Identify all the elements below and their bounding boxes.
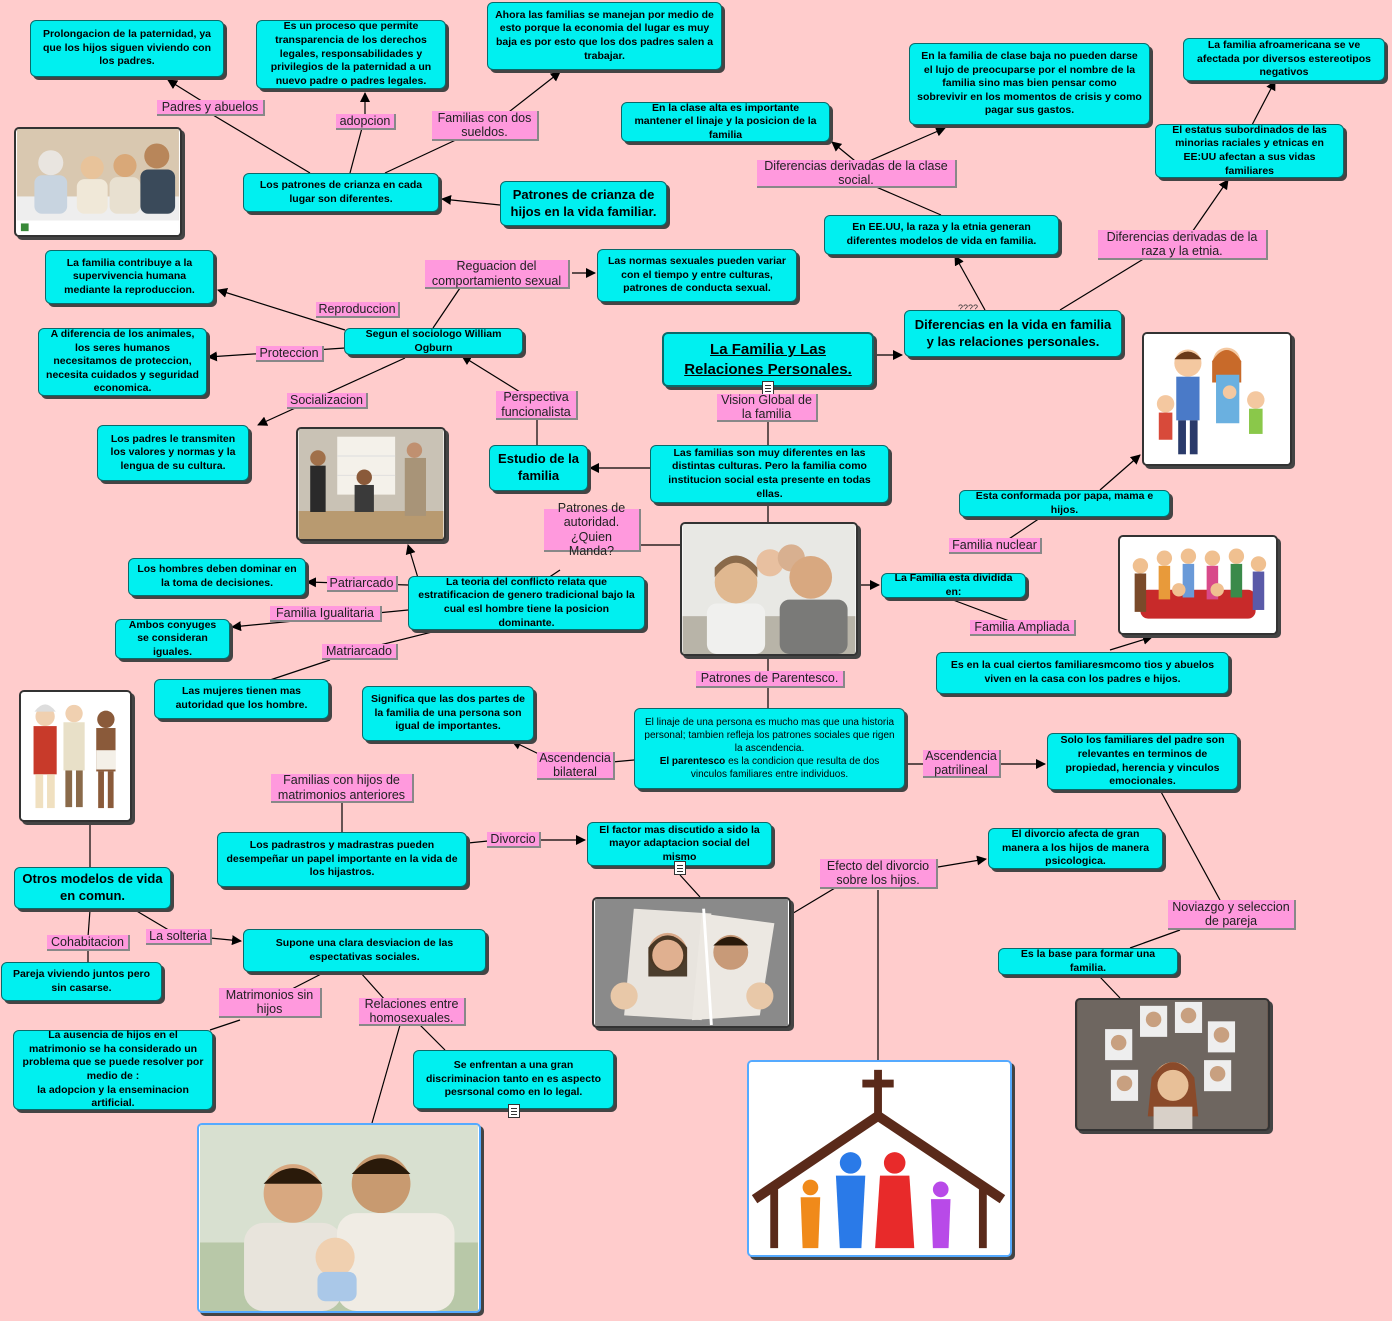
label-clase-social: Diferencias derivadas de la clase social…	[757, 159, 957, 188]
node-linaje[interactable]: El linaje de una persona es mucho mas qu…	[634, 708, 905, 789]
label-vision-global: Vision Global de la familia	[717, 393, 818, 422]
node-raza-etnia[interactable]: En EE.UU, la raza y la etnia generan dif…	[824, 215, 1059, 255]
node-conflicto[interactable]: La teoria del conflicto relata que estra…	[408, 576, 645, 630]
label-matrimonios-sin-hijos: Matrimonios sin hijos	[219, 988, 322, 1018]
node-divorcio-afecta[interactable]: El divorcio afecta de gran manera a los …	[988, 828, 1163, 869]
node-valores[interactable]: Los padres le transmiten los valores y n…	[97, 425, 249, 481]
node-patrones-lugar[interactable]: Los patrones de crianza en cada lugar so…	[243, 173, 439, 212]
label-familias-anteriores: Familias con hijos de matrimonios anteri…	[271, 773, 414, 803]
label-padres-abuelos: Padres y abuelos	[157, 100, 265, 116]
label-matriarcado: Matriarcado	[322, 644, 398, 660]
historical-figures-icon	[19, 690, 132, 822]
label-familias-dos-sueldos: Familias con dos sueldos.	[432, 111, 539, 141]
node-desviacion[interactable]: Supone una clara desviacion de las espec…	[243, 929, 486, 972]
partner-choice-photo	[1075, 998, 1270, 1131]
label-perspectiva: Perspectiva funcionalista	[496, 390, 578, 420]
label-raza-etnia: Diferencias derivadas de la raza y la et…	[1098, 230, 1268, 260]
label-familia-igualitaria: Familia Igualitaria	[270, 606, 382, 622]
node-supervivencia[interactable]: La familia contribuye a la supervivencia…	[45, 250, 214, 304]
node-prolongacion[interactable]: Prolongacion de la paternidad, ya que lo…	[30, 20, 224, 77]
family-photo-icon	[14, 127, 182, 237]
node-animales[interactable]: A diferencia de los animales, los seres …	[38, 328, 207, 396]
node-hombres-dominar[interactable]: Los hombres deben dominar en la toma de …	[128, 558, 306, 596]
question-marks: ????	[958, 303, 979, 313]
extended-family-icon	[1118, 535, 1278, 635]
node-discriminacion[interactable]: Se enfrentan a una gran discriminacion t…	[413, 1050, 614, 1109]
node-padrastros[interactable]: Los padrastros y madrastras pueden desem…	[217, 832, 467, 887]
node-diferencias-vida[interactable]: Diferencias en la vida en familia y las …	[904, 310, 1122, 357]
kitchen-family-photo	[296, 427, 446, 541]
label-homosexuales: Relaciones entre homosexuales.	[359, 997, 466, 1026]
note-icon[interactable]	[674, 861, 686, 875]
church-family-icon	[747, 1060, 1012, 1257]
main-family-photo	[680, 522, 858, 656]
label-efecto-divorcio: Efecto del divorcio sobre los hijos.	[820, 859, 938, 889]
node-factor[interactable]: El factor mas discutido a sido la mayor …	[587, 822, 772, 866]
node-pareja[interactable]: Pareja viviendo juntos pero sin casarse.	[1, 962, 162, 1001]
label-socializacion: Socializacion	[287, 393, 368, 409]
node-afroamericana[interactable]: La familia afroamericana se ve afectada …	[1183, 38, 1385, 81]
label-adopcion: adopcion	[336, 114, 396, 130]
label-reguacion: Reguacion del comportamiento sexual	[425, 259, 570, 289]
main-title-node[interactable]: La Familia y Las Relaciones Personales.	[662, 332, 874, 387]
node-dos-partes[interactable]: Significa que las dos partes de la famil…	[362, 686, 534, 741]
node-ampliada[interactable]: Es en la cual ciertos familiaresmcomo ti…	[936, 652, 1229, 694]
node-clase-baja[interactable]: En la familia de clase baja no pueden da…	[909, 43, 1150, 125]
label-patriarcado: Patriarcado	[327, 576, 398, 592]
node-normas-sexuales[interactable]: Las normas sexuales pueden variar con el…	[597, 249, 797, 302]
label-noviazgo: Noviazgo y seleccion de pareja	[1168, 900, 1296, 930]
node-dividida[interactable]: La Familia esta dividida en:	[881, 572, 1026, 598]
node-patrones-crianza[interactable]: Patrones de crianza de hijos en la vida …	[500, 181, 667, 226]
node-ausencia[interactable]: La ausencia de hijos en el matrimonio se…	[13, 1029, 213, 1110]
label-reproduccion: Reproduccion	[316, 302, 400, 318]
node-mujeres[interactable]: Las mujeres tienen mas autoridad que los…	[154, 679, 329, 719]
node-ogburn[interactable]: Segun el sociologo William Ogburn	[344, 328, 523, 355]
node-base[interactable]: Es la base para formar una familia.	[998, 948, 1178, 975]
node-estudio[interactable]: Estudio de la familia	[489, 445, 588, 491]
label-cohabitacion: Cohabitacion	[47, 935, 130, 951]
node-conformada[interactable]: Esta conformada por papa, mama e hijos.	[959, 490, 1170, 517]
label-la-solteria: La solteria	[146, 929, 212, 945]
label-ascendencia-patrilineal: Ascendencia patrilineal	[923, 749, 1001, 778]
label-autoridad: Patrones de autoridad. ¿Quien Manda?	[544, 501, 641, 558]
node-diferentes-culturas[interactable]: Las familias son muy diferentes en las d…	[650, 445, 889, 503]
node-iguales[interactable]: Ambos conyuges se consideran iguales.	[115, 619, 230, 659]
torn-couple-photo	[592, 897, 791, 1028]
label-familia-nuclear: Familia nuclear	[949, 538, 1042, 554]
label-ascendencia-bilateral: Ascendencia bilateral	[537, 751, 615, 780]
node-transparencia[interactable]: Es un proceso que permite transparencia …	[256, 20, 446, 89]
note-icon[interactable]	[508, 1104, 520, 1118]
cartoon-family-icon	[1142, 332, 1292, 466]
node-solo-padre[interactable]: Solo los familiares del padre son releva…	[1047, 733, 1238, 790]
label-divorcio: Divorcio	[487, 832, 541, 848]
label-familia-ampliada: Familia Ampliada	[970, 620, 1076, 636]
node-estatus[interactable]: El estatus subordinados de las minorias …	[1155, 124, 1344, 178]
label-patrones-parentesco: Patrones de Parentesco.	[696, 671, 845, 688]
label-proteccion: Proteccion	[256, 346, 324, 362]
node-otros-modelos[interactable]: Otros modelos de vida en comun.	[14, 867, 171, 909]
father-baby-photo	[197, 1123, 481, 1313]
node-dos-sueldos[interactable]: Ahora las familias se manejan por medio …	[487, 2, 722, 70]
node-clase-alta[interactable]: En la clase alta es importante mantener …	[621, 102, 830, 142]
